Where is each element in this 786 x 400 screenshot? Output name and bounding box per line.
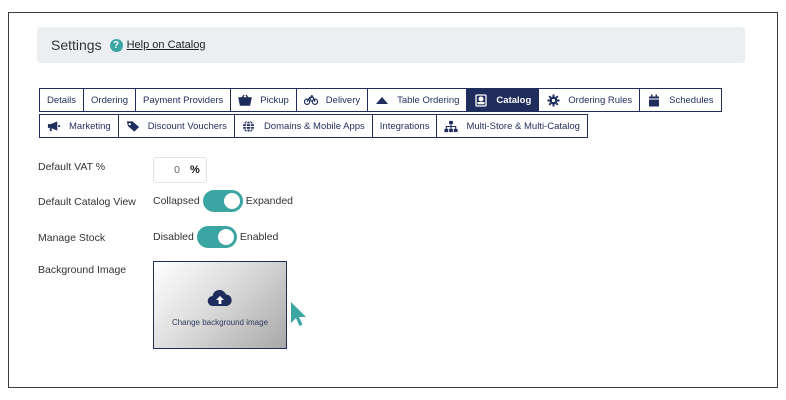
sitemap-icon xyxy=(444,119,458,133)
help-icon[interactable]: ? xyxy=(109,38,123,52)
tag-icon xyxy=(126,119,140,133)
tab-label: Details xyxy=(47,94,77,106)
tab-bar-row-2: Marketing Discount Vouchers Domains & Mo… xyxy=(39,114,588,138)
catalog-view-label: Default Catalog View xyxy=(38,196,136,208)
tab-label: Catalog xyxy=(496,94,532,106)
tab-label: Ordering Rules xyxy=(568,94,633,106)
basket-icon xyxy=(238,93,253,107)
tab-label: Pickup xyxy=(260,94,289,106)
mouse-cursor-icon xyxy=(289,301,309,332)
tab-discount-vouchers[interactable]: Discount Vouchers xyxy=(117,114,235,138)
bg-image-label: Background Image xyxy=(38,264,127,276)
gear-icon xyxy=(546,93,560,107)
background-image-upload[interactable]: Change background image xyxy=(153,261,287,349)
tab-pickup[interactable]: Pickup xyxy=(230,88,297,112)
cloud-upload-icon xyxy=(207,289,233,312)
bicycle-icon xyxy=(303,93,318,107)
tab-ordering-rules[interactable]: Ordering Rules xyxy=(538,88,641,112)
calendar-icon xyxy=(647,93,661,107)
tab-bar-row-1: Details Ordering Payment Providers Picku… xyxy=(39,88,722,112)
vat-suffix: % xyxy=(190,164,200,176)
tab-integrations[interactable]: Integrations xyxy=(371,114,438,138)
vat-input[interactable] xyxy=(154,158,184,182)
tab-label: Integrations xyxy=(379,120,430,132)
tab-delivery[interactable]: Delivery xyxy=(295,88,369,112)
manage-stock-off-label: Disabled xyxy=(153,231,194,243)
toggle-knob xyxy=(217,229,234,245)
manage-stock-label: Manage Stock xyxy=(38,232,106,244)
catalog-view-toggle[interactable] xyxy=(202,190,243,212)
page-title: Settings xyxy=(51,37,102,53)
manage-stock-toggle-group: Disabled Enabled xyxy=(153,226,278,248)
tab-label: Payment Providers xyxy=(143,94,224,106)
globe-icon xyxy=(242,119,256,133)
tab-label: Schedules xyxy=(669,94,714,106)
help-link[interactable]: Help on Catalog xyxy=(126,39,206,51)
tab-payment-providers[interactable]: Payment Providers xyxy=(135,88,232,112)
tab-table-ordering[interactable]: Table Ordering xyxy=(367,88,468,112)
tab-details[interactable]: Details xyxy=(39,88,85,112)
catalog-view-on-label: Expanded xyxy=(245,195,293,207)
tab-label: Marketing xyxy=(69,120,111,132)
toggle-knob xyxy=(223,193,240,209)
tab-domains-mobile-apps[interactable]: Domains & Mobile Apps xyxy=(233,114,373,138)
tab-label: Multi-Store & Multi-Catalog xyxy=(466,120,580,132)
manage-stock-toggle[interactable] xyxy=(196,226,237,248)
catalog-icon xyxy=(474,93,488,107)
table-icon xyxy=(375,93,389,107)
tab-label: Table Ordering xyxy=(397,94,460,106)
tab-multi-store[interactable]: Multi-Store & Multi-Catalog xyxy=(436,114,588,138)
tab-label: Delivery xyxy=(325,94,361,106)
settings-panel: Settings ? Help on Catalog Details Order… xyxy=(8,12,778,388)
megaphone-icon xyxy=(47,119,61,133)
tab-ordering[interactable]: Ordering xyxy=(83,88,137,112)
tab-label: Discount Vouchers xyxy=(147,120,227,132)
manage-stock-on-label: Enabled xyxy=(239,231,279,243)
bg-image-caption: Change background image xyxy=(171,318,269,327)
tab-label: Domains & Mobile Apps xyxy=(263,120,365,132)
vat-field: % xyxy=(153,157,207,183)
settings-header: Settings ? Help on Catalog xyxy=(37,27,745,63)
catalog-view-toggle-group: Collapsed Expanded xyxy=(153,190,293,212)
tab-schedules[interactable]: Schedules xyxy=(639,88,722,112)
tab-marketing[interactable]: Marketing xyxy=(39,114,119,138)
vat-label: Default VAT % xyxy=(38,161,106,173)
tab-label: Ordering xyxy=(91,94,129,106)
catalog-view-off-label: Collapsed xyxy=(153,195,200,207)
tab-catalog[interactable]: Catalog xyxy=(466,88,540,112)
